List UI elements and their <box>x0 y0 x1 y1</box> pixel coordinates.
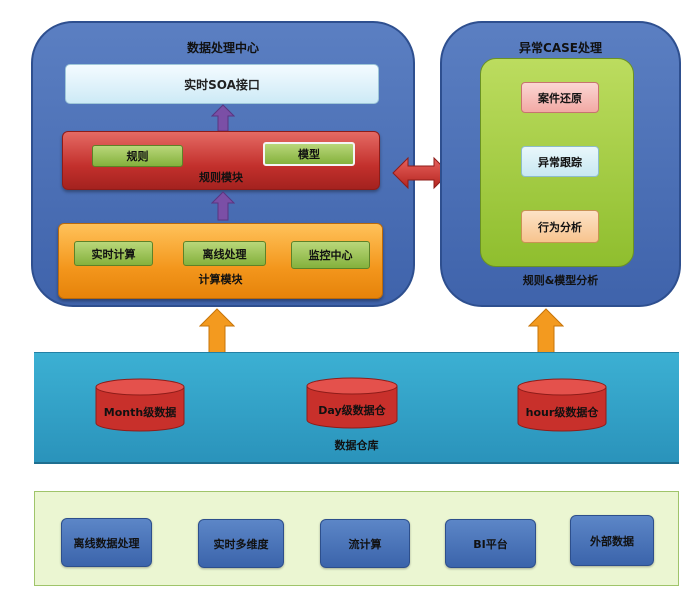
arrow-up-purple-2 <box>211 191 235 221</box>
source-external-data-label: 外部数据 <box>590 534 634 548</box>
case-restore-label: 案件还原 <box>538 91 582 105</box>
rule-model-analysis-label: 规则&模型分析 <box>522 274 599 287</box>
soa-interface-box: 实时SOA接口 <box>65 64 379 104</box>
soa-interface-label: 实时SOA接口 <box>184 77 260 92</box>
source-external-data: 外部数据 <box>570 515 654 566</box>
case-restore-box: 案件还原 <box>521 82 599 113</box>
realtime-compute-label: 实时计算 <box>91 247 136 261</box>
model-button: 模型 <box>263 142 355 166</box>
anomaly-tracking-label: 异常跟踪 <box>538 155 582 169</box>
offline-processing-label: 离线处理 <box>202 247 247 261</box>
source-offline-processing: 离线数据处理 <box>61 518 152 567</box>
rule-module-label: 规则模块 <box>199 171 243 184</box>
month-data-label: Month级数据 <box>103 406 177 419</box>
arrow-up-purple-1 <box>211 104 235 132</box>
monitor-center-label: 监控中心 <box>308 249 353 262</box>
source-stream-compute: 流计算 <box>320 519 410 568</box>
model-label: 模型 <box>298 148 320 161</box>
source-bi-platform: BI平台 <box>445 519 536 568</box>
hour-data-label: hour级数据仓 <box>525 406 599 419</box>
anomaly-case-title: 异常CASE处理 <box>519 41 602 55</box>
source-offline-processing-label: 离线数据处理 <box>73 536 140 550</box>
source-realtime-multidim-label: 实时多维度 <box>213 537 269 551</box>
monitor-center-button: 监控中心 <box>291 241 370 269</box>
cylinder-day: Day级数据仓 <box>306 377 398 429</box>
source-stream-compute-label: 流计算 <box>348 537 382 551</box>
offline-processing-button: 离线处理 <box>183 241 266 266</box>
arrow-up-orange-left <box>199 308 235 356</box>
arrow-up-orange-right <box>528 308 564 356</box>
anomaly-tracking-box: 异常跟踪 <box>521 146 599 177</box>
behavior-analysis-label: 行为分析 <box>538 220 582 234</box>
behavior-analysis-box: 行为分析 <box>521 210 599 243</box>
cylinder-month: Month级数据 <box>95 378 185 432</box>
day-data-label: Day级数据仓 <box>318 404 386 417</box>
source-bi-platform-label: BI平台 <box>473 537 508 551</box>
cylinder-hour: hour级数据仓 <box>517 378 607 432</box>
rule-button: 规则 <box>92 145 183 167</box>
source-realtime-multidim: 实时多维度 <box>198 519 284 568</box>
realtime-compute-button: 实时计算 <box>74 241 153 266</box>
compute-module-label: 计算模块 <box>198 273 243 286</box>
data-processing-center-title: 数据处理中心 <box>186 41 259 55</box>
data-warehouse-label: 数据仓库 <box>334 439 379 452</box>
rule-label: 规则 <box>126 150 149 163</box>
